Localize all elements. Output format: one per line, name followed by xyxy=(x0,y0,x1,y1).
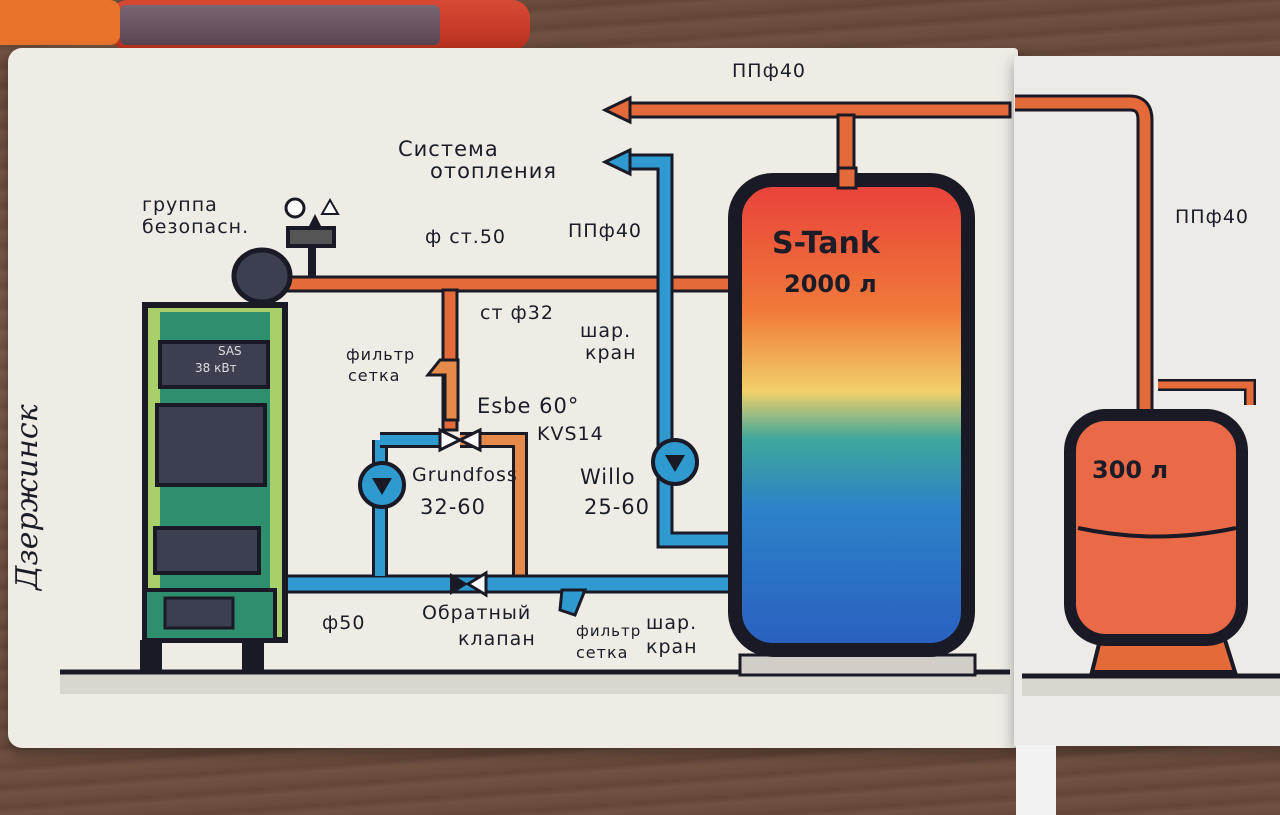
orange-marker xyxy=(0,0,120,45)
marker-barrel xyxy=(120,5,440,45)
top-pipe-label: ППф40 xyxy=(732,60,806,82)
ball-valve-top-label-1: шар. xyxy=(580,320,632,342)
boiler-brand: SAS xyxy=(218,344,242,358)
heating-system-label-2: отопления xyxy=(430,159,558,183)
riser-pipe-label: ППф40 xyxy=(568,220,642,242)
mixing-valve-label-2: KVS14 xyxy=(537,423,604,445)
city-title: Дзержинск xyxy=(10,404,45,590)
top-hot-pipe xyxy=(601,94,1154,410)
boiler xyxy=(140,197,340,670)
ball-valve-bottom-label-2: кран xyxy=(646,636,698,658)
pump-right-label-2: 25-60 xyxy=(584,495,651,519)
dhw-tank xyxy=(1064,379,1256,674)
buffer-tank-volume: 2000 л xyxy=(784,270,877,298)
filter-bottom-label-2: сетка xyxy=(576,643,629,662)
heating-system-label-1: Система xyxy=(398,137,499,161)
filter-bottom-label-1: фильтр xyxy=(576,622,642,640)
filter-top-label-1: фильтр xyxy=(346,345,416,364)
check-valve-label-1: Обратный xyxy=(422,602,532,624)
bookmark-ribbon xyxy=(1016,745,1056,815)
buffer-tank-name: S-Tank xyxy=(772,226,880,261)
supply-main-label: ф ст.50 xyxy=(425,226,507,248)
pump-left-label-1: Grundfoss xyxy=(412,464,518,486)
buffer-tank xyxy=(728,166,977,677)
return-main-pipe xyxy=(278,427,752,617)
right-pipe-label: ППф40 xyxy=(1175,206,1249,228)
branch-pipe-label: ст ф32 xyxy=(480,302,554,324)
return-main-label: ф50 xyxy=(322,612,366,634)
floor-line xyxy=(60,669,1280,696)
boiler-power: 38 кВт xyxy=(195,361,237,375)
check-valve-label-2: клапан xyxy=(458,628,536,650)
filter-top-label-2: сетка xyxy=(348,366,401,385)
ball-valve-top-label-2: кран xyxy=(585,342,637,364)
mixing-valve-label-1: Esbe 60° xyxy=(477,394,580,418)
ball-valve-bottom-label-1: шар. xyxy=(646,612,698,634)
safety-group-label-2: безопасн. xyxy=(142,216,250,238)
safety-group-label-1: группа xyxy=(142,194,218,216)
pump-left-label-2: 32-60 xyxy=(420,495,487,519)
heating-riser-pipe xyxy=(601,147,740,549)
pump-right-label-1: Willo xyxy=(580,465,636,489)
dhw-tank-volume: 300 л xyxy=(1092,456,1169,484)
